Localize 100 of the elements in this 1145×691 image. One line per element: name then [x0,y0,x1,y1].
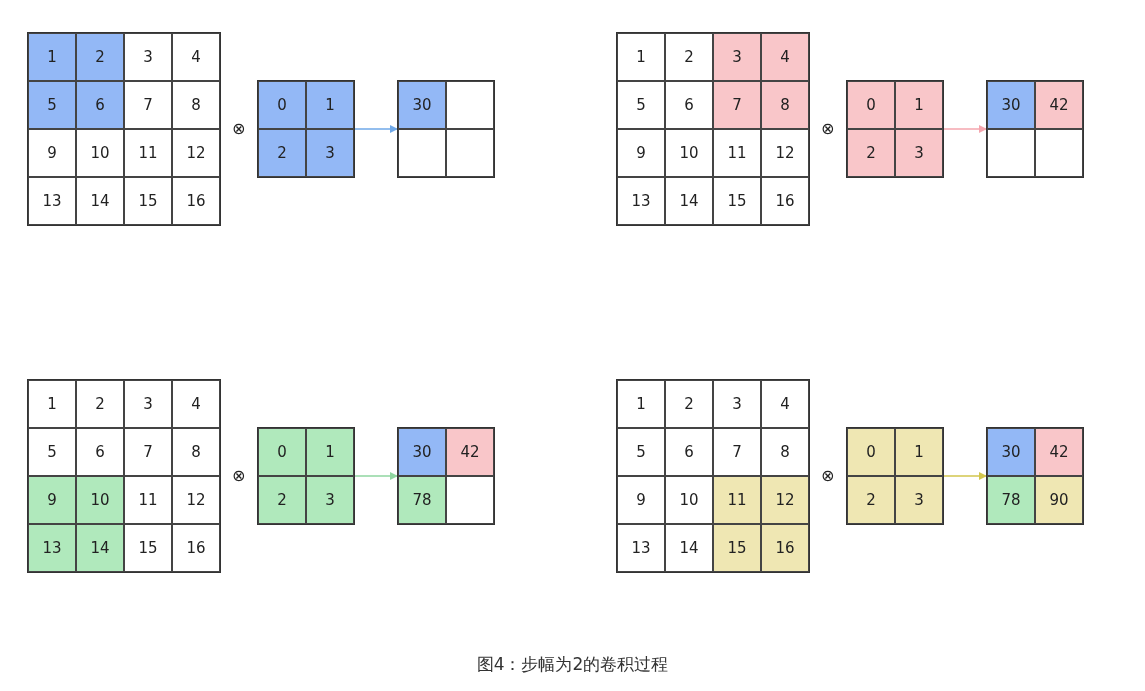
matrix-cell: 9 [617,129,665,177]
matrix-cell: 11 [124,129,172,177]
matrix-cell: 12 [172,129,220,177]
matrix-cell: 5 [28,428,76,476]
matrix-cell: 2 [847,129,895,177]
matrix-cell: 1 [306,428,354,476]
matrix-cell: 30 [987,428,1035,476]
matrix-cell: 0 [847,81,895,129]
matrix-cell: 11 [124,476,172,524]
matrix-cell: 2 [665,380,713,428]
matrix-cell: 4 [172,33,220,81]
matrix-cell: 0 [258,81,306,129]
matrix-cell: 13 [28,177,76,225]
matrix-cell: 5 [617,428,665,476]
matrix-cell: 15 [713,177,761,225]
matrix-cell: 2 [76,33,124,81]
matrix-cell: 6 [76,81,124,129]
matrix-cell: 9 [28,476,76,524]
convolution-operator: ⊗ [821,468,835,484]
matrix-cell: 16 [761,177,809,225]
matrix-cell: 3 [713,33,761,81]
matrix-cell: 16 [172,524,220,572]
matrix-cell: 14 [76,524,124,572]
output-matrix [986,427,1084,525]
matrix-cell: 8 [761,428,809,476]
matrix-cell: 2 [258,476,306,524]
matrix-cell: 12 [761,129,809,177]
matrix-cell: 13 [617,524,665,572]
matrix-cell: 2 [665,33,713,81]
matrix-cell: 78 [987,476,1035,524]
convolution-operator: ⊗ [232,121,246,137]
kernel-matrix [257,427,355,525]
matrix-cell: 7 [124,428,172,476]
matrix-cell: 6 [665,81,713,129]
matrix-cell: 14 [665,177,713,225]
arrow [354,125,398,133]
matrix-cell: 4 [761,380,809,428]
matrix-cell: 1 [617,33,665,81]
matrix-cell: 3 [306,129,354,177]
kernel-matrix [257,80,355,178]
matrix-cell: 78 [398,476,446,524]
matrix-cell: 1 [306,81,354,129]
matrix-cell: 10 [76,476,124,524]
matrix-cell: 90 [1035,476,1083,524]
matrix-cell: 12 [172,476,220,524]
matrix-cell: 9 [617,476,665,524]
matrix-cell: 3 [713,380,761,428]
matrix-cell: 13 [28,524,76,572]
input-matrix [27,32,221,226]
matrix-cell: 1 [895,428,943,476]
matrix-cell: 14 [76,177,124,225]
matrix-cell: 2 [76,380,124,428]
matrix-cell: 8 [761,81,809,129]
matrix-cell: 10 [665,476,713,524]
kernel-matrix [846,427,944,525]
matrix-cell: 3 [306,476,354,524]
matrix-cell: 0 [258,428,306,476]
matrix-cell: 14 [665,524,713,572]
matrix-cell: 15 [124,177,172,225]
output-matrix [986,80,1084,178]
matrix-cell: 42 [1035,428,1083,476]
arrow [354,472,398,480]
matrix-cell: 30 [398,428,446,476]
arrow [943,472,987,480]
matrix-cell: 5 [617,81,665,129]
input-matrix [616,379,810,573]
matrix-cell: 5 [28,81,76,129]
matrix-cell: 30 [987,81,1035,129]
matrix-cell: 42 [1035,81,1083,129]
matrix-cell: 12 [761,476,809,524]
convolution-operator: ⊗ [232,468,246,484]
matrix-cell: 15 [713,524,761,572]
matrix-cell: 11 [713,129,761,177]
matrix-cell: 4 [761,33,809,81]
matrix-cell: 1 [617,380,665,428]
matrix-cell: 1 [895,81,943,129]
matrix-cell: 9 [28,129,76,177]
caption: 图4：步幅为2的卷积过程 [476,654,669,674]
input-matrix [616,32,810,226]
output-matrix [397,427,495,525]
matrix-cell: 15 [124,524,172,572]
matrix-cell: 3 [895,129,943,177]
input-matrix [27,379,221,573]
matrix-cell: 3 [895,476,943,524]
matrix-cell: 8 [172,428,220,476]
matrix-cell: 30 [398,81,446,129]
matrix-cell: 2 [847,476,895,524]
matrix-cell: 10 [76,129,124,177]
arrow [943,125,987,133]
matrix-cell: 13 [617,177,665,225]
output-matrix [397,80,495,178]
matrix-cell: 6 [76,428,124,476]
matrix-cell: 1 [28,380,76,428]
matrix-cell: 16 [761,524,809,572]
matrix-cell: 11 [713,476,761,524]
convolution-operator: ⊗ [821,121,835,137]
matrix-cell: 0 [847,428,895,476]
kernel-matrix [846,80,944,178]
matrix-cell: 3 [124,380,172,428]
matrix-cell: 7 [713,81,761,129]
